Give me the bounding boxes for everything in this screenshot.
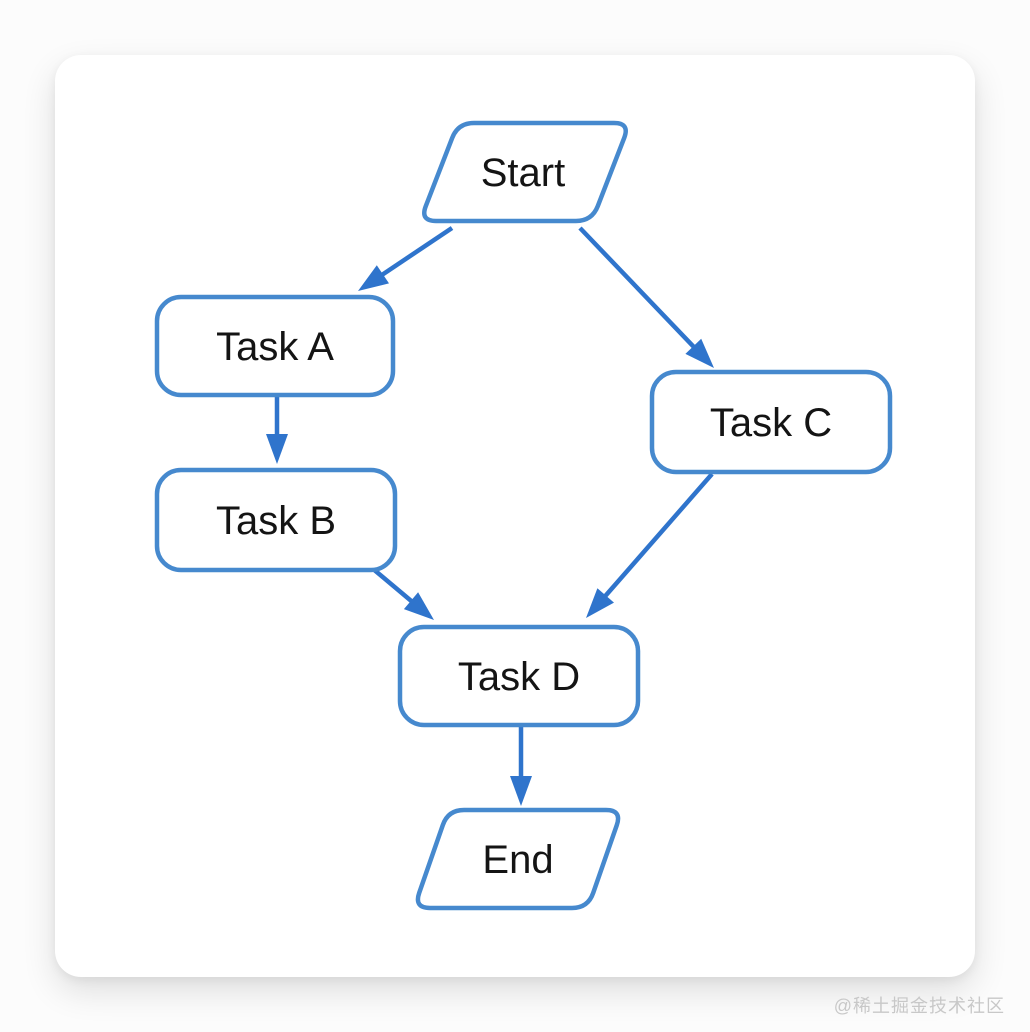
- node-task-b-label: Task B: [216, 499, 336, 543]
- edge-line: [600, 472, 714, 602]
- node-task-a: Task A: [154, 294, 396, 398]
- node-task-c-label: Task C: [710, 401, 832, 445]
- node-task-d-label: Task D: [458, 655, 580, 699]
- node-task-d: Task D: [397, 624, 641, 728]
- edge-line: [376, 226, 454, 280]
- edge-start-to-task-a: [358, 226, 454, 291]
- arrowhead-icon: [403, 592, 434, 620]
- process-shape: [649, 369, 893, 475]
- node-task-b: Task B: [154, 467, 398, 573]
- node-end-label: End: [482, 838, 553, 882]
- arrowhead-icon: [510, 776, 532, 806]
- edge-line: [370, 566, 418, 607]
- arrowhead-icon: [685, 338, 714, 368]
- arrowhead-icon: [358, 265, 389, 291]
- arrowhead-icon: [266, 434, 288, 464]
- parallelogram-shape: [422, 120, 628, 224]
- process-shape: [397, 624, 641, 728]
- process-shape: [154, 467, 398, 573]
- node-task-c: Task C: [649, 369, 893, 475]
- edge-task-a-to-task-b: [266, 395, 288, 464]
- edge-task-b-to-task-d: [370, 566, 434, 620]
- node-start: Start: [422, 120, 628, 224]
- watermark-text: @稀土掘金技术社区: [833, 996, 1005, 1016]
- node-task-a-label: Task A: [216, 325, 334, 369]
- edge-start-to-task-c: [578, 226, 714, 368]
- edge-line: [578, 226, 700, 353]
- node-start-label: Start: [481, 151, 565, 195]
- arrowhead-icon: [586, 588, 614, 618]
- node-end: End: [415, 807, 621, 911]
- edge-task-c-to-task-d: [586, 472, 714, 618]
- edge-task-d-to-end: [510, 725, 532, 806]
- parallelogram-shape: [415, 807, 621, 911]
- process-shape: [154, 294, 396, 398]
